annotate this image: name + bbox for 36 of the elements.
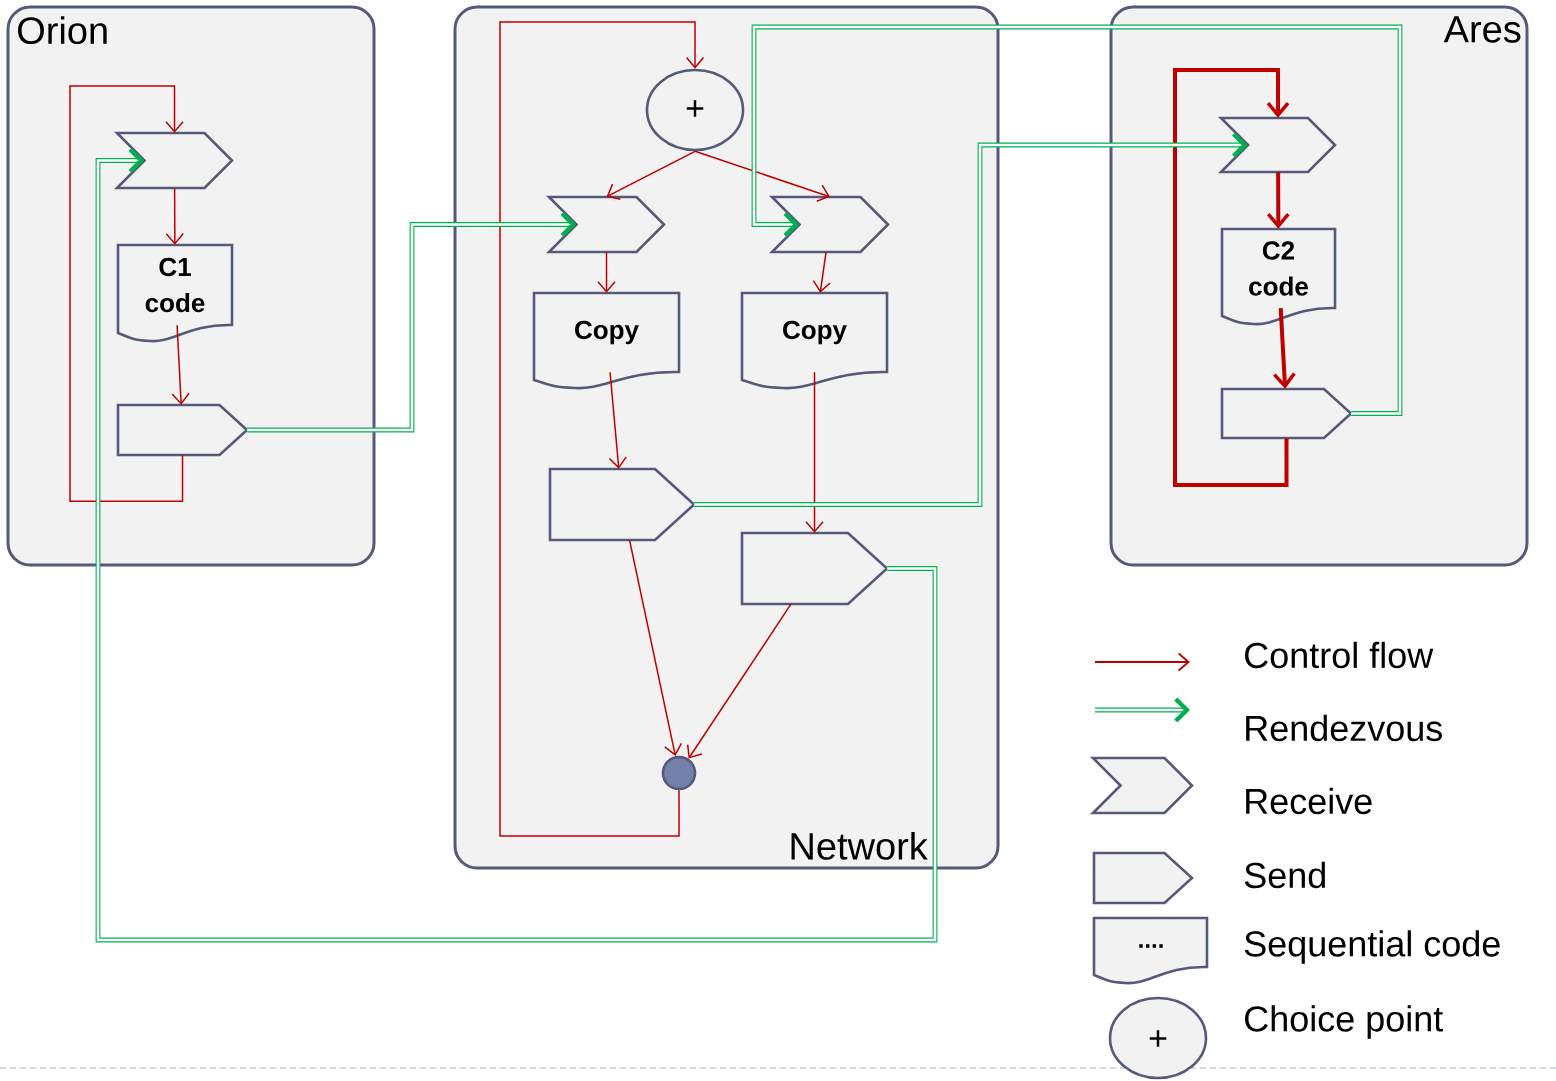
control-flow-arrow (499, 21, 705, 837)
receive-shape (545, 195, 666, 254)
join-circle (661, 755, 697, 791)
receive-shape (768, 195, 890, 254)
receive-shape (1217, 116, 1337, 174)
code-document: C1 code (116, 243, 234, 343)
control-flow-arrow (171, 324, 190, 405)
control-flow-arrow (628, 539, 683, 757)
rendezvous-arrow (694, 132, 1248, 507)
legend-label: Send (1244, 861, 1325, 889)
code-document: C2 code (1220, 227, 1337, 326)
legend-label: Control flow (1245, 641, 1434, 669)
send-shape (116, 403, 249, 457)
send-shape (1220, 387, 1353, 440)
legend-label: Choice point (1245, 1005, 1443, 1039)
control-flow-arrow (597, 251, 616, 293)
control-flow-arrow (686, 603, 792, 759)
rendezvous-arrow (751, 24, 1403, 416)
code-document: Copy (532, 291, 681, 390)
control-flow-arrow (608, 371, 627, 469)
control-flow-arrow (812, 251, 831, 293)
control-flow-arrow (1173, 68, 1290, 487)
code-document: Copy (740, 291, 889, 390)
rendezvous-arrow (247, 211, 577, 433)
legend-label: Sequential code (1244, 930, 1500, 964)
control-flow-arrow (606, 150, 696, 200)
control-flow-arrow (694, 150, 830, 203)
control-flow-arrow (805, 371, 824, 533)
receive-shape (113, 131, 234, 190)
legend-label: Rendezvous (1246, 714, 1442, 742)
control-flow-arrow (165, 187, 185, 245)
control-flow-arrow (1266, 172, 1290, 229)
rendezvous-arrow (95, 147, 938, 943)
control-flow-arrow (69, 85, 184, 502)
legend-label: Receive (1246, 787, 1372, 815)
control-flow-arrow (1273, 308, 1296, 389)
